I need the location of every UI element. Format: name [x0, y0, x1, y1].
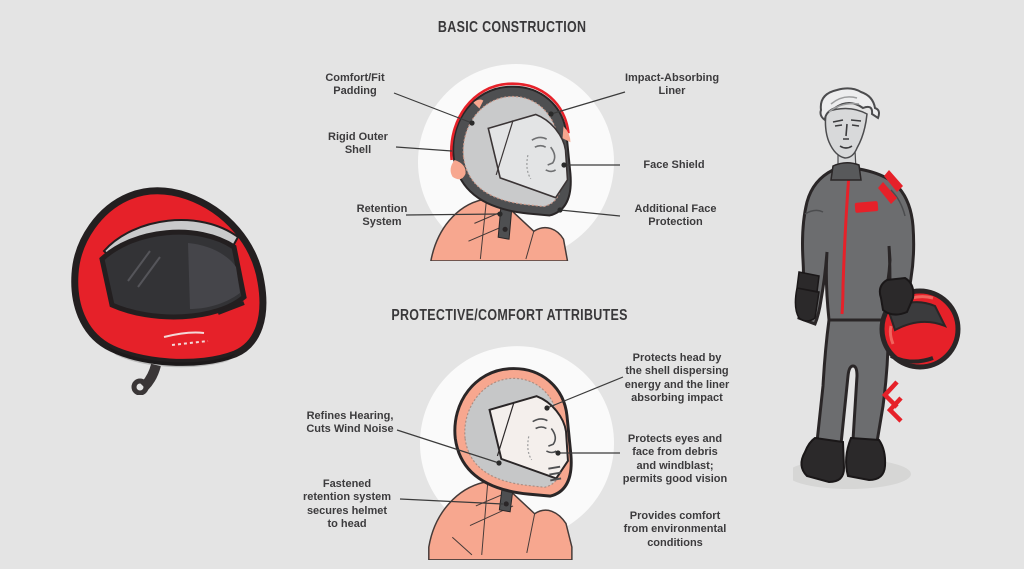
mouth-vents	[548, 465, 562, 482]
chin-vent-slit	[217, 301, 245, 315]
suit-collar	[830, 162, 862, 181]
hair-strokes	[828, 96, 860, 113]
face-features	[532, 418, 557, 454]
label-additional-face-protection: Additional Face Protection	[634, 203, 717, 229]
chest-patch	[854, 201, 879, 213]
helmet-shading	[107, 346, 235, 368]
face-features	[832, 119, 862, 149]
top-padding-notch	[473, 99, 484, 109]
leg-chevron-stripes	[881, 380, 903, 423]
protective-comfort-title: PROTECTIVE/COMFORT ATTRIBUTES	[391, 307, 628, 324]
strap-buckle	[502, 226, 508, 232]
rider-illustration	[793, 87, 961, 489]
shield-divider	[496, 401, 515, 457]
label-provides-comfort: Provides comfort from environmental cond…	[623, 510, 727, 549]
label-fastened-retention: Fastened retention system secures helmet…	[302, 478, 392, 531]
carried-helmet-rim	[890, 354, 934, 364]
left-glove	[794, 271, 820, 322]
strap-buckle	[503, 501, 509, 507]
label-refines-hearing: Refines Hearing, Cuts Wind Noise	[306, 410, 394, 436]
pants	[815, 318, 891, 446]
basic-head-illustration	[417, 63, 615, 261]
face-features	[531, 136, 557, 173]
jacket-collar-lines	[468, 201, 535, 260]
suit-zipper	[840, 173, 851, 315]
label-retention-system: Retention System	[356, 203, 408, 229]
ear-padding	[450, 160, 466, 180]
shield-divider	[495, 120, 514, 176]
red-helmet-illustration	[71, 187, 267, 395]
cheek-dotted	[527, 436, 533, 461]
chin-highlight	[163, 331, 205, 338]
label-protects-eyes: Protects eyes and face from debris and w…	[622, 433, 728, 486]
right-padding-sliver	[562, 126, 571, 143]
right-boot	[845, 436, 887, 482]
cheek-dotted	[526, 154, 532, 180]
left-boot	[800, 436, 846, 484]
basic-construction-title: BASIC CONSTRUCTION	[437, 19, 587, 36]
arm-stripes	[878, 170, 903, 204]
label-face-shield: Face Shield	[643, 159, 705, 171]
right-glove	[878, 276, 915, 316]
chin-strap-ring	[131, 378, 149, 395]
label-comfort-fit-padding: Comfort/Fit Padding	[325, 72, 385, 98]
label-protects-head: Protects head by the shell dispersing en…	[624, 352, 730, 405]
visor-reflection	[188, 243, 240, 309]
label-rigid-outer-shell: Rigid Outer Shell	[328, 131, 388, 157]
attributes-head-illustration	[419, 346, 615, 560]
suit-seams	[804, 189, 906, 217]
chin-dashes	[171, 340, 209, 346]
label-impact-absorbing-liner: Impact-Absorbing Liner	[624, 72, 720, 98]
hair	[819, 87, 880, 122]
visor-streak	[127, 250, 161, 288]
